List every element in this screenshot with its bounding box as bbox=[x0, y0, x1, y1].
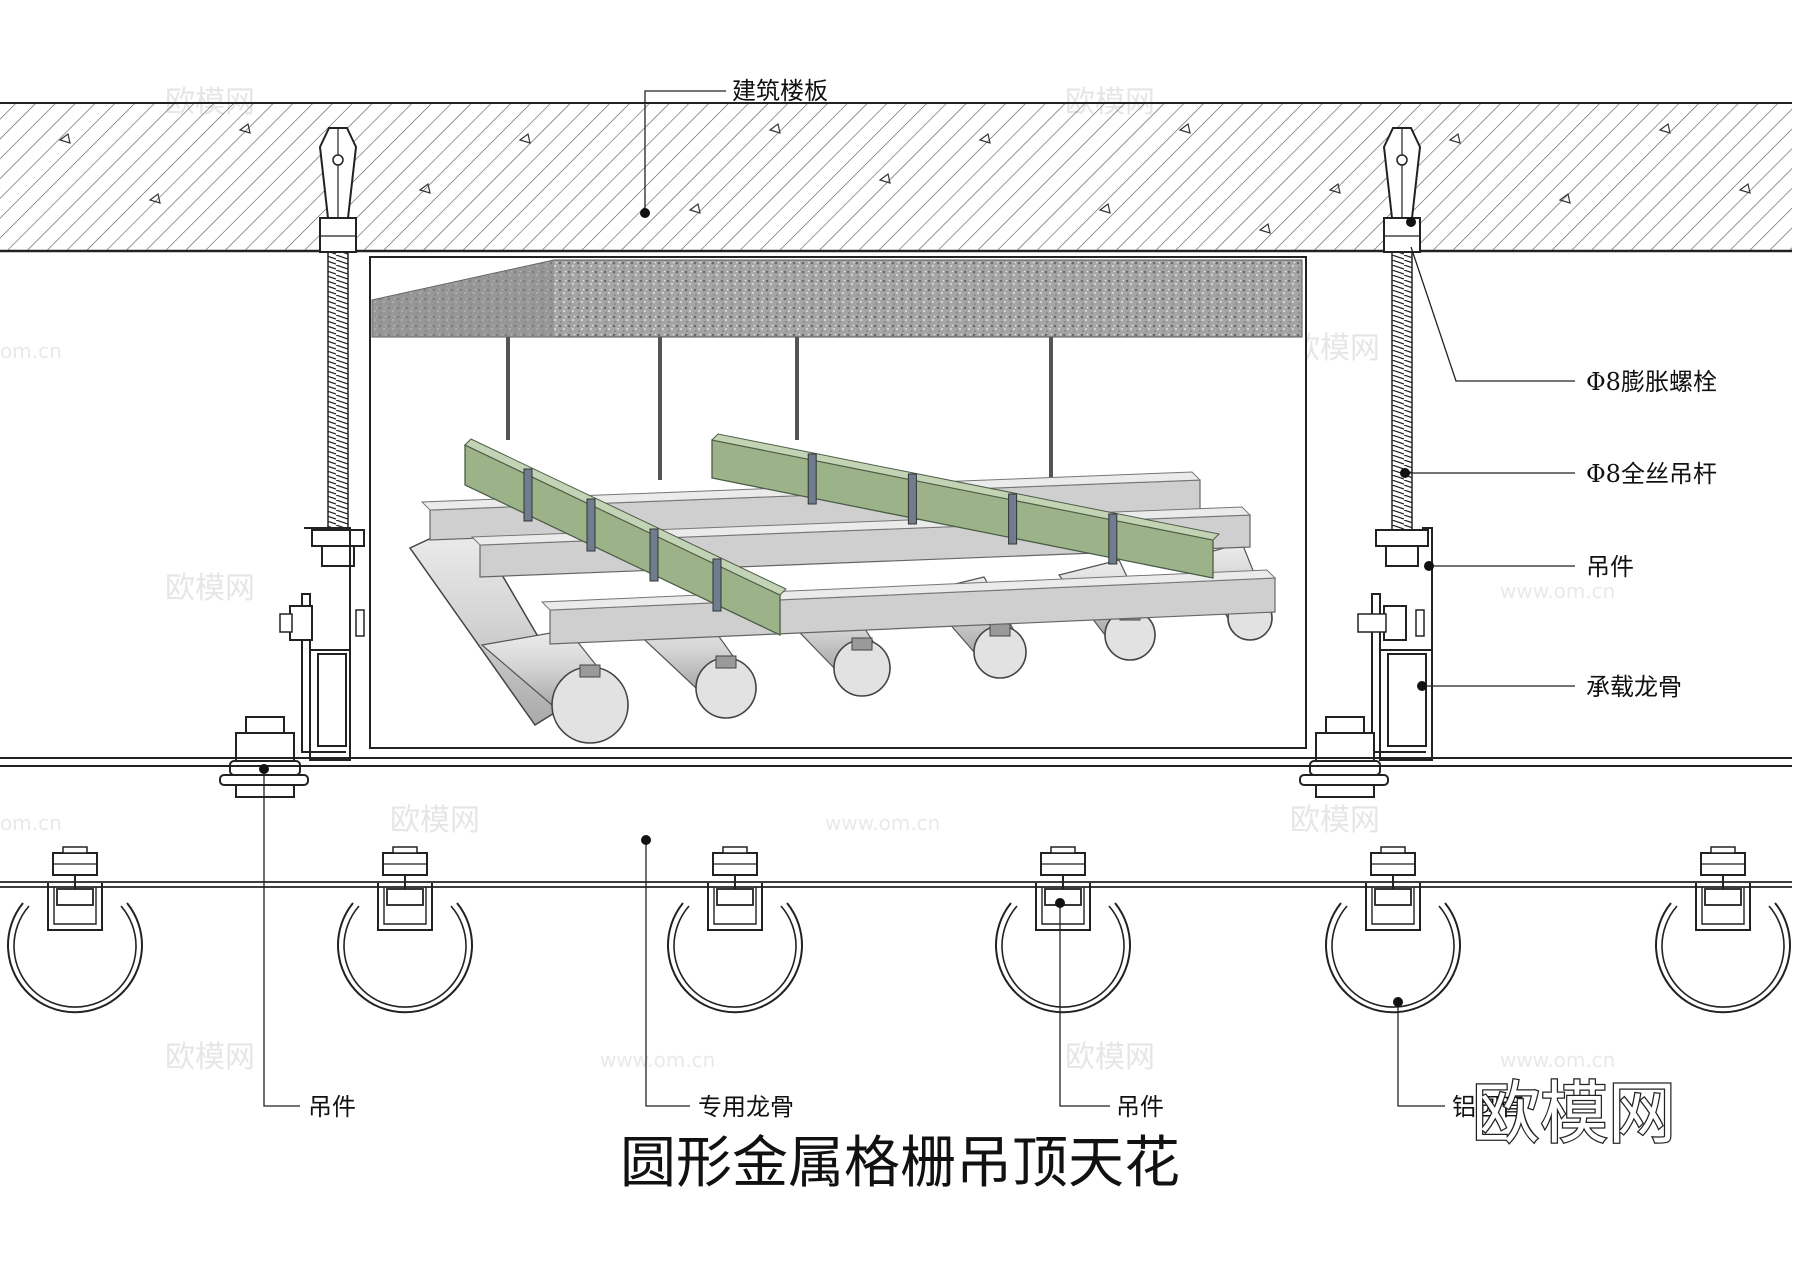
watermark-url: www.om.cn bbox=[1500, 579, 1615, 603]
label-hanger-mid: 吊件 bbox=[1116, 1093, 1164, 1121]
keel-clip bbox=[1008, 493, 1018, 545]
tube-end bbox=[480, 629, 630, 744]
keel-clip bbox=[712, 558, 722, 612]
watermark-url: www.om.cn bbox=[1500, 1048, 1615, 1072]
aluminum-tube-sections bbox=[7, 846, 1791, 1014]
isometric-inset-view bbox=[369, 256, 1307, 749]
keel-clip bbox=[586, 498, 596, 552]
label-main-keel: 承载龙骨 bbox=[1586, 673, 1682, 701]
watermark-layer: 欧模网 欧模网 欧模网 欧模网 欧模网 欧模网 欧模网 欧模网 欧模网 欧模网 … bbox=[0, 85, 1615, 1075]
watermark-logo: 欧模网 bbox=[1472, 1075, 1676, 1154]
label-aluminum-tube: 铝圆管 bbox=[1452, 1093, 1524, 1121]
watermark-brand: 欧模网 bbox=[390, 803, 480, 838]
label-threaded-rod: Φ8全丝吊杆 bbox=[1586, 460, 1717, 488]
right-hanger-assembly bbox=[1299, 127, 1433, 798]
keel-clip bbox=[523, 468, 533, 522]
building-slab bbox=[0, 102, 1792, 253]
main-keel-beam bbox=[710, 433, 1221, 579]
aluminum-tube bbox=[337, 846, 473, 1014]
left-hanger-assembly bbox=[219, 127, 365, 798]
watermark-brand: 欧模网 bbox=[1065, 1040, 1155, 1075]
main-keel-section bbox=[0, 757, 1792, 888]
label-expansion-bolt: Φ8膨胀螺栓 bbox=[1586, 368, 1717, 396]
drawing-title: 圆形金属格栅吊顶天花 bbox=[620, 1131, 1180, 1196]
watermark-url: www.om.cn bbox=[600, 1048, 715, 1072]
keel-clip bbox=[907, 473, 917, 525]
label-hanger-left: 吊件 bbox=[308, 1093, 356, 1121]
watermark-url: om.cn bbox=[0, 811, 62, 835]
main-keel-beam bbox=[464, 438, 787, 637]
watermark-brand: 欧模网 bbox=[165, 571, 255, 606]
aluminum-tube bbox=[7, 846, 143, 1014]
label-special-keel: 专用龙骨 bbox=[698, 1093, 794, 1121]
watermark-url: www.om.cn bbox=[825, 811, 940, 835]
watermark-url: om.cn bbox=[0, 339, 62, 363]
watermark-brand: 欧模网 bbox=[1290, 803, 1380, 838]
keel-clip bbox=[1108, 513, 1118, 565]
aluminum-tube bbox=[1655, 846, 1791, 1014]
aluminum-tube bbox=[667, 846, 803, 1014]
keel-clip bbox=[649, 528, 659, 582]
leader-lines bbox=[263, 90, 1575, 1107]
label-building-slab: 建筑楼板 bbox=[732, 77, 828, 105]
watermark-brand: 欧模网 bbox=[165, 1040, 255, 1075]
aluminum-tube bbox=[1325, 846, 1461, 1014]
label-hanger-right: 吊件 bbox=[1586, 553, 1634, 581]
aluminum-tube bbox=[995, 846, 1131, 1014]
leader-dots bbox=[259, 208, 1434, 1007]
keel-clip bbox=[807, 453, 817, 505]
